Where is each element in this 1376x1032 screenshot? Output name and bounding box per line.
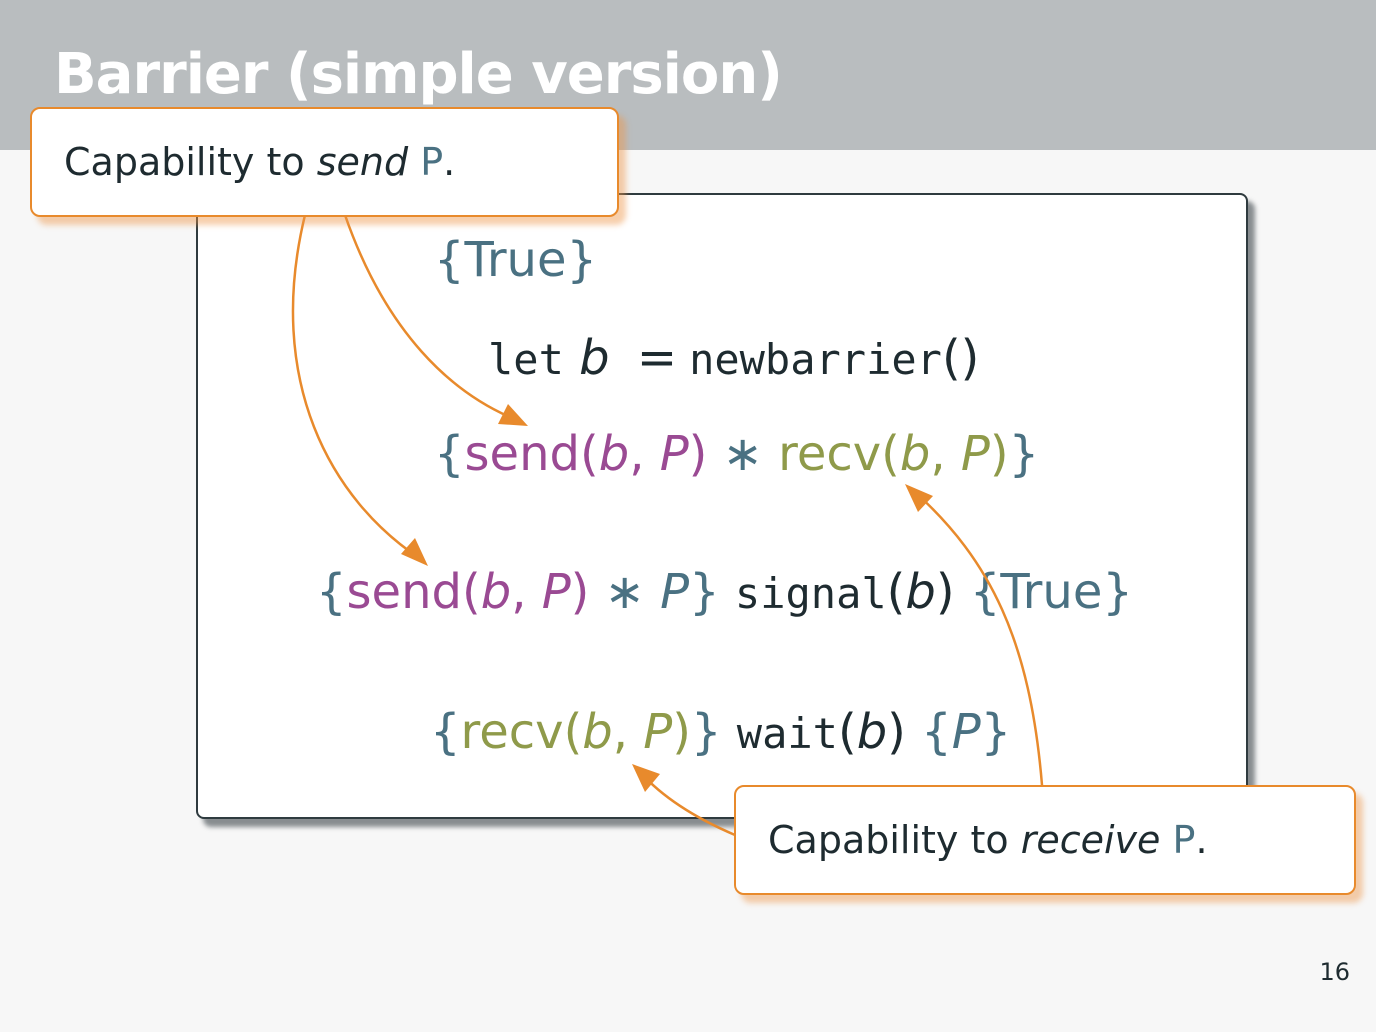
comma: , — [930, 426, 946, 482]
equals-sign: = — [636, 330, 678, 386]
brace-open: { — [921, 704, 952, 760]
paren-close: ) — [570, 564, 590, 620]
arg-p: P — [541, 564, 571, 620]
arrow-receive-to-wait — [638, 770, 737, 837]
paren-close: ) — [989, 426, 1009, 482]
paren-open: ( — [461, 564, 481, 620]
send-predicate: send — [346, 564, 462, 620]
brace-close: } — [689, 564, 720, 620]
paren-open: ( — [886, 564, 906, 620]
callout-symbol-p: P — [420, 140, 444, 184]
arrow-send-to-signal — [291, 213, 424, 562]
arg-b: b — [856, 704, 888, 760]
recv-predicate: recv — [778, 426, 882, 482]
postcondition-p: P — [951, 704, 981, 760]
callout-emphasis: receive — [1020, 818, 1161, 862]
code-line-precondition-true: {True} — [434, 230, 597, 290]
separating-star: ∗ — [722, 426, 763, 482]
brace-close: } — [1102, 564, 1133, 620]
send-predicate: send — [464, 426, 580, 482]
slide-title: Barrier (simple version) — [54, 42, 783, 107]
arg-p: P — [643, 704, 673, 760]
paren-close: ) — [672, 704, 691, 760]
code-line-wait-triple: {recv(b, P)} wait(b) {P} — [430, 702, 1011, 764]
recv-predicate: recv — [460, 704, 564, 760]
arg-p: P — [960, 426, 990, 482]
brace-open: { — [434, 232, 465, 288]
arg-b: b — [598, 426, 630, 482]
separating-star: ∗ — [604, 564, 645, 620]
callout-symbol-p: P — [1172, 818, 1196, 862]
callout-prefix: Capability to — [768, 818, 1021, 862]
arrow-receive-to-newbarrier — [913, 490, 1044, 787]
comma: , — [511, 564, 527, 620]
callout-emphasis: send — [316, 140, 409, 184]
signal-function: signal — [734, 569, 887, 618]
arg-b: b — [899, 426, 931, 482]
arrowhead-newbarrier-recv — [905, 484, 933, 512]
brace-open: { — [316, 564, 347, 620]
brace-open: { — [434, 426, 465, 482]
brace-close: } — [1008, 426, 1040, 482]
callout-space — [1160, 818, 1172, 862]
brace-close: } — [566, 232, 598, 288]
paren-open: ( — [837, 704, 857, 760]
brace-close: } — [690, 704, 722, 760]
var-b: b — [579, 330, 610, 386]
paren-open: ( — [579, 426, 599, 482]
callout-period: . — [443, 140, 456, 184]
brace-open: { — [430, 704, 461, 760]
arrowhead-newbarrier-send — [498, 404, 528, 426]
postcondition-true: True — [1000, 564, 1103, 620]
arg-b: b — [582, 704, 613, 760]
callout-send-capability: Capability to send P. — [30, 107, 619, 217]
paren-open: ( — [563, 704, 583, 760]
callout-receive-capability: Capability to receive P. — [734, 785, 1356, 895]
arg-b: b — [480, 564, 512, 620]
arg-b: b — [905, 564, 936, 620]
wait-function: wait — [736, 709, 838, 758]
paren-close: ) — [887, 704, 906, 760]
brace-close: } — [980, 704, 1012, 760]
paren-close: ) — [935, 564, 955, 620]
resource-p: P — [660, 564, 690, 620]
code-line-let-binding: let b =newbarrier() — [488, 328, 979, 390]
arrowhead-wait — [632, 764, 660, 792]
paren-close: ) — [688, 426, 708, 482]
callout-prefix: Capability to — [64, 140, 317, 184]
let-keyword: let — [488, 335, 564, 384]
code-line-send-recv: {send(b, P) ∗ recv(b, P)} — [434, 424, 1039, 484]
arrow-send-to-newbarrier — [343, 213, 524, 424]
comma: , — [629, 426, 645, 482]
newbarrier-function: newbarrier — [689, 335, 942, 384]
brace-open: { — [969, 564, 1001, 620]
arrowhead-signal — [401, 538, 428, 566]
page-number: 16 — [1319, 958, 1350, 986]
comma: , — [612, 704, 629, 760]
code-box — [196, 193, 1248, 819]
code-line-signal-triple: {send(b, P) ∗ P} signal(b) {True} — [316, 562, 1133, 624]
callout-period: . — [1195, 818, 1208, 862]
callout-space — [408, 140, 420, 184]
parens: () — [941, 330, 980, 386]
paren-open: ( — [881, 426, 900, 482]
true-literal: True — [464, 232, 567, 288]
arg-p: P — [659, 426, 689, 482]
